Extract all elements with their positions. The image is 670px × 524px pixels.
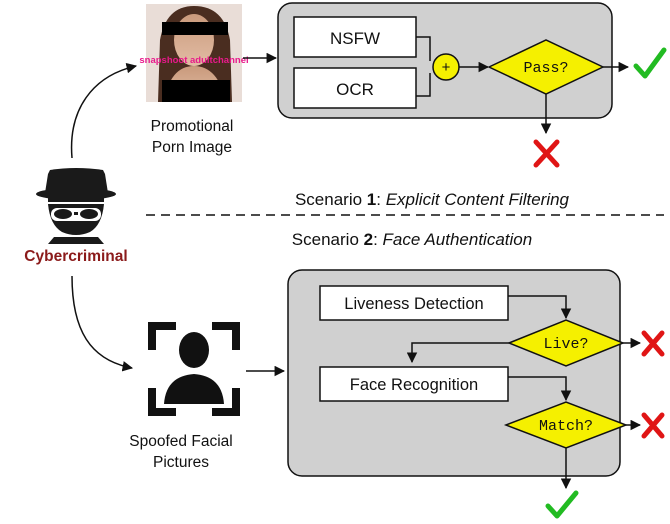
scenario2-input-label-line1: Spoofed Facial (129, 433, 232, 450)
face-recognition-label: Face Recognition (350, 376, 478, 394)
pass-reject-cross-icon (533, 139, 560, 168)
spy-icon (36, 168, 116, 244)
face-recognition-module (319, 366, 509, 402)
pass-decision-label: Pass? (523, 60, 568, 77)
combine-symbol: + (442, 59, 451, 76)
pass-accept-check-icon (633, 47, 667, 79)
censor-bar-eyes (162, 22, 228, 35)
face-scan-icon (148, 322, 240, 416)
censor-bar-body (162, 80, 230, 102)
person-silhouette-icon (164, 332, 224, 404)
scenario2-input-label-line2: Pictures (153, 454, 209, 471)
liveness-detection-module (319, 285, 509, 321)
liveness-detection-label: Liveness Detection (344, 295, 483, 313)
live-reject-cross-icon (641, 330, 665, 357)
image-watermark: snapshoot adultchannel (139, 55, 248, 66)
ocr-module-label: OCR (336, 80, 374, 99)
ocr-module (293, 67, 417, 109)
match-decision-label: Match? (539, 418, 593, 435)
nsfw-module-label: NSFW (330, 29, 380, 48)
scenario1-title: Scenario 1: Explicit Content Filtering (295, 190, 570, 209)
scenario1-input-label-line2: Porn Image (152, 139, 232, 156)
match-reject-cross-icon (641, 412, 665, 439)
actor-label: Cybercriminal (24, 248, 127, 265)
scenario2-title: Scenario 2: Face Authentication (292, 230, 532, 249)
promotional-image: snapshoot adultchannel (139, 4, 249, 102)
live-decision-label: Live? (543, 336, 588, 353)
scenario1-input-label-line1: Promotional (151, 118, 234, 135)
match-accept-check-icon (545, 490, 579, 519)
